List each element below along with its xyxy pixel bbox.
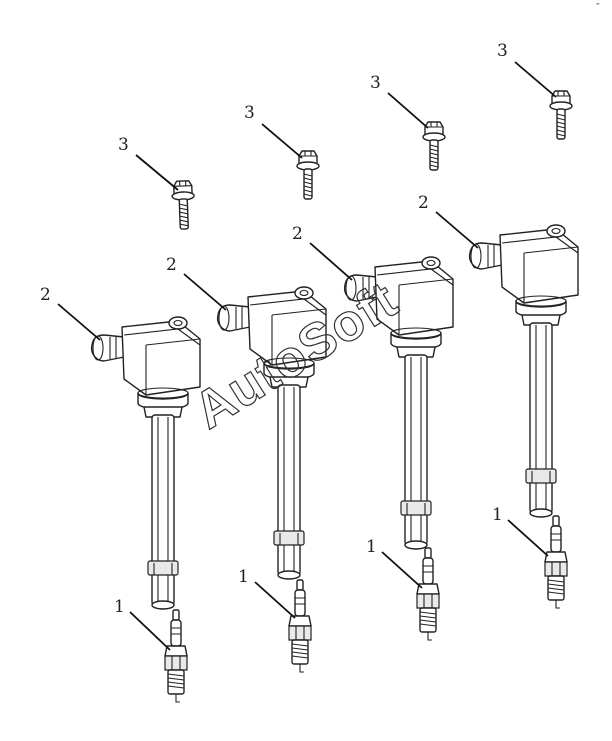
leader-plug-4 bbox=[507, 519, 549, 557]
callout-coil-2: 2 bbox=[166, 255, 177, 275]
leader-bolt-1 bbox=[135, 154, 179, 191]
callout-labels: 3 3 3 3 2 2 2 2 1 1 1 1 bbox=[40, 41, 508, 617]
corner-mark: ″ bbox=[596, 2, 600, 13]
leader-coil-3 bbox=[309, 242, 353, 281]
leader-plug-3 bbox=[381, 551, 423, 589]
spark-plug-3 bbox=[416, 547, 440, 641]
spark-plug-4 bbox=[544, 515, 568, 609]
leader-plug-2 bbox=[254, 581, 296, 619]
leader-coil-4 bbox=[435, 211, 479, 249]
callout-plug-2: 1 bbox=[238, 567, 249, 587]
leader-lines bbox=[57, 61, 557, 651]
bolt-3 bbox=[422, 121, 446, 171]
callout-bolt-2: 3 bbox=[244, 103, 255, 123]
callout-bolt-1: 3 bbox=[118, 135, 129, 155]
coil-1 bbox=[90, 316, 201, 610]
callout-coil-3: 2 bbox=[292, 224, 303, 244]
leader-bolt-4 bbox=[514, 61, 557, 98]
spark-plug-1 bbox=[164, 609, 188, 703]
leader-plug-1 bbox=[129, 611, 171, 651]
callout-bolt-4: 3 bbox=[497, 41, 508, 61]
bolt-2 bbox=[296, 150, 320, 200]
callout-plug-1: 1 bbox=[114, 597, 125, 617]
callout-bolt-3: 3 bbox=[370, 73, 381, 93]
leader-bolt-2 bbox=[261, 123, 303, 159]
coil-4 bbox=[468, 224, 579, 518]
leader-bolt-3 bbox=[387, 92, 429, 129]
spark-plug-2 bbox=[288, 579, 312, 673]
leader-coil-1 bbox=[57, 303, 101, 341]
callout-coil-1: 2 bbox=[40, 285, 51, 305]
callout-plug-3: 1 bbox=[366, 537, 377, 557]
leader-coil-2 bbox=[183, 273, 227, 311]
callout-plug-4: 1 bbox=[492, 505, 503, 525]
bolt-4 bbox=[549, 90, 573, 140]
callout-coil-4: 2 bbox=[418, 193, 429, 213]
